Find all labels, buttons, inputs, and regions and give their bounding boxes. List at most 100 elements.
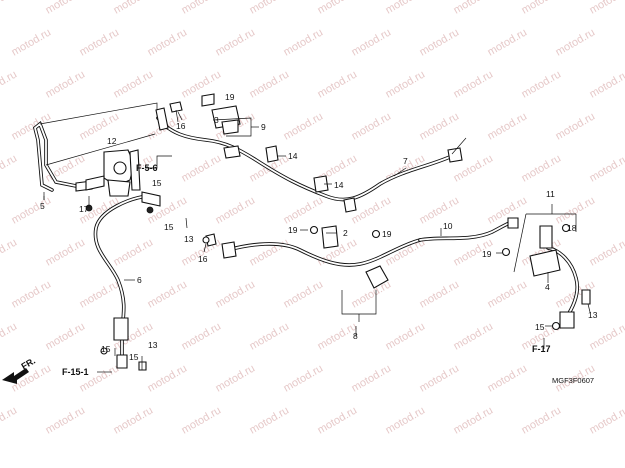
front-arrow — [2, 368, 29, 384]
watermark-text: motod.ru — [214, 278, 258, 310]
reference-f-17: F-17 — [532, 344, 551, 354]
part-number-7: 7 — [403, 156, 408, 166]
watermark-text: motod.ru — [520, 0, 564, 17]
watermark-text: motod.ru — [44, 404, 88, 436]
watermark-text: motod.ru — [0, 152, 19, 184]
part-number-8: 8 — [353, 331, 358, 341]
part-number-19b: 19 — [288, 225, 298, 235]
part-number-15b: 15 — [164, 222, 174, 232]
watermark-text: motod.ru — [588, 152, 625, 184]
watermark-text: motod.ru — [486, 26, 530, 58]
watermark-text: motod.ru — [180, 320, 224, 352]
watermark-text: motod.ru — [588, 0, 625, 17]
reference-f-5-6: F-5-6 — [136, 163, 158, 173]
watermark-text: motod.ru — [214, 26, 258, 58]
watermark-text: motod.ru — [78, 26, 122, 58]
part-number-19a: 19 — [225, 92, 235, 102]
watermark-text: motod.ru — [10, 278, 54, 310]
part-number-15a: 15 — [152, 178, 162, 188]
part-number-4: 4 — [545, 282, 550, 292]
part-number-15c: 15 — [101, 344, 111, 354]
part-number-16a: 16 — [176, 121, 186, 131]
brake-cable-7 — [155, 93, 467, 213]
watermark-text: motod.ru — [452, 68, 496, 100]
part-number-6: 6 — [137, 275, 142, 285]
brake-hose-6 — [93, 191, 161, 371]
watermark-text: motod.ru — [282, 194, 326, 226]
watermark-text: motod.ru — [486, 278, 530, 310]
upper-left-brake-pipe — [32, 102, 158, 200]
watermark-text: motod.ru — [316, 404, 360, 436]
watermark-text: motod.ru — [418, 26, 462, 58]
watermark-text: motod.ru — [486, 194, 530, 226]
brake-hose-10 — [418, 217, 519, 257]
part-labels: 1 2 3 4 5 6 7 8 9 10 11 12 13 13 13 14 1… — [40, 92, 598, 362]
watermark-text: motod.ru — [0, 236, 19, 268]
watermark-text: motod.ru — [180, 68, 224, 100]
watermark-text: motod.ru — [180, 152, 224, 184]
watermark-text: motod.ru — [0, 404, 19, 436]
watermark-text: motod.ru — [112, 0, 156, 17]
watermark-text: motod.ru — [10, 26, 54, 58]
watermark-text: motod.ru — [452, 0, 496, 17]
brake-hose-8 — [202, 225, 422, 289]
watermark-text: motod.ru — [44, 0, 88, 17]
watermark-text: motod.ru — [418, 194, 462, 226]
watermark-layer: motod.ru motod.ru motod.ru motod.ru motod.ru… — [0, 0, 625, 437]
watermark-text: motod.ru — [214, 194, 258, 226]
watermark-text: motod.ru — [44, 236, 88, 268]
watermark-text: motod.ru — [384, 320, 428, 352]
watermark-text: motod.ru — [44, 68, 88, 100]
part-number-9: 9 — [261, 122, 266, 132]
part-number-14b: 14 — [334, 180, 344, 190]
watermark-text: motod.ru — [146, 278, 190, 310]
watermark-text: motod.ru — [180, 0, 224, 17]
watermark-text: motod.ru — [554, 110, 598, 142]
part-number-5: 5 — [40, 201, 45, 211]
watermark-text: motod.ru — [282, 110, 326, 142]
watermark-text: motod.ru — [384, 404, 428, 436]
drawing-code: MGF3F0607 — [552, 376, 594, 385]
part-number-15e: 15 — [535, 322, 545, 332]
part-number-14a: 14 — [288, 151, 298, 161]
reference-f-15-1: F-15-1 — [62, 367, 89, 377]
watermark-text: motod.ru — [248, 404, 292, 436]
part-number-19c: 19 — [382, 229, 392, 239]
watermark-text: motod.ru — [588, 68, 625, 100]
watermark-text: motod.ru — [588, 236, 625, 268]
watermark-text: motod.ru — [384, 0, 428, 17]
watermark-text: motod.ru — [248, 320, 292, 352]
part-number-13a: 13 — [184, 234, 194, 244]
watermark-text: motod.ru — [350, 26, 394, 58]
watermark-text: motod.ru — [486, 110, 530, 142]
watermark-text: motod.ru — [214, 362, 258, 394]
watermark-text: motod.ru — [588, 320, 625, 352]
part-number-10: 10 — [443, 221, 453, 231]
watermark-text: motod.ru — [384, 68, 428, 100]
watermark-text: motod.ru — [112, 68, 156, 100]
leader-lines — [43, 111, 591, 373]
watermark-text: motod.ru — [418, 278, 462, 310]
watermark-text: motod.ru — [10, 194, 54, 226]
watermark-text: motod.ru — [316, 0, 360, 17]
part-number-13c: 13 — [588, 310, 598, 320]
part-number-13b: 13 — [148, 340, 158, 350]
watermark-text: motod.ru — [350, 362, 394, 394]
watermark-text: motod.ru — [554, 194, 598, 226]
rear-brake-hose-4 — [513, 213, 591, 331]
part-number-19d: 19 — [482, 249, 492, 259]
watermark-text: motod.ru — [146, 26, 190, 58]
watermark-text: motod.ru — [554, 26, 598, 58]
watermark-text: motod.ru — [112, 236, 156, 268]
watermark-text: motod.ru — [452, 404, 496, 436]
watermark-text: motod.ru — [588, 404, 625, 436]
part-number-12: 12 — [107, 136, 117, 146]
part-number-16b: 16 — [198, 254, 208, 264]
watermark-text: motod.ru — [282, 26, 326, 58]
watermark-text: motod.ru — [112, 404, 156, 436]
master-cylinder-joint — [75, 149, 141, 212]
watermark-text: motod.ru — [418, 110, 462, 142]
watermark-text: motod.ru — [78, 278, 122, 310]
watermark-text: motod.ru — [146, 362, 190, 394]
